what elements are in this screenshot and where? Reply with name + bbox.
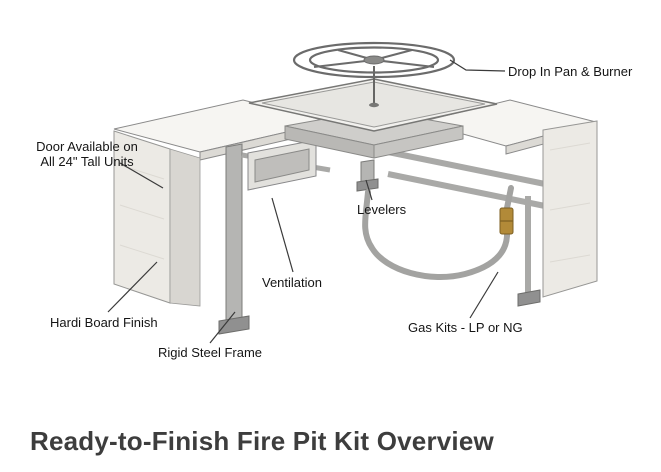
leader-steel-frame — [209, 311, 236, 344]
drop-in-pan — [248, 66, 498, 132]
leader-door — [119, 162, 164, 189]
right-end-panel — [542, 120, 598, 298]
left-post-foot — [218, 315, 250, 335]
callout-levelers: Levelers — [357, 202, 407, 217]
leader-gas-kits — [469, 271, 499, 319]
burner-hub-base — [369, 102, 379, 108]
callout-door: Door Available on All 24" Tall Units — [36, 139, 138, 170]
burner-ring-hub — [363, 55, 385, 65]
callout-leader-lines — [107, 59, 506, 344]
gas-line — [362, 185, 514, 280]
leader-drop-in-pan — [449, 59, 506, 72]
callout-ventilation: Ventilation — [262, 275, 322, 290]
leader-ventilation — [271, 197, 294, 273]
left-inner-panel — [169, 148, 201, 307]
leader-hardi-board — [107, 261, 158, 313]
callout-gas-kits: Gas Kits - LP or NG — [408, 320, 523, 335]
leader-levelers — [365, 179, 373, 201]
right-frame-rails — [387, 149, 546, 307]
callout-steel-frame: Rigid Steel Frame — [158, 345, 263, 360]
callout-hardi-board: Hardi Board Finish — [50, 315, 158, 330]
ventilation-grille — [247, 139, 317, 191]
right-leg-foot — [517, 289, 541, 307]
burner-ring — [292, 41, 456, 79]
figure-title: Ready-to-Finish Fire Pit Kit Overview — [30, 426, 494, 456]
callout-drop-in-pan: Drop In Pan & Burner — [508, 64, 633, 79]
